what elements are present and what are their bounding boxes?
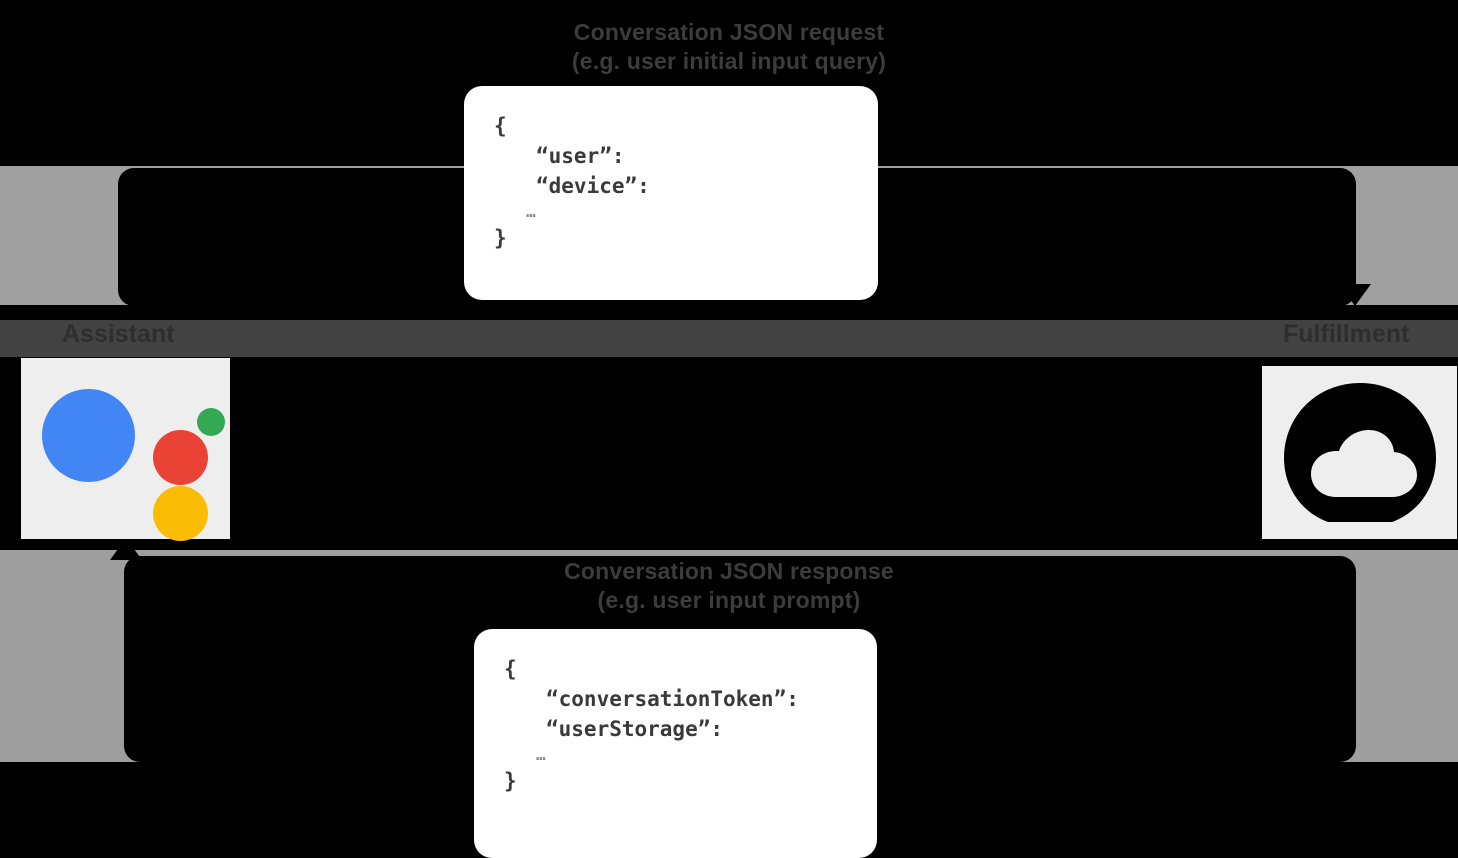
- response-json-key-1: “conversationToken”:: [546, 686, 799, 711]
- request-json-close-brace: }: [494, 226, 507, 251]
- assistant-dot-red-icon: [152, 429, 208, 485]
- assistant-label: Assistant: [62, 320, 175, 348]
- response-json-ellipsis: …: [536, 745, 546, 765]
- assistant-dot-green-icon: [196, 407, 225, 436]
- response-json-close-brace: }: [504, 769, 517, 794]
- request-caption-line-1: Conversation JSON request: [573, 19, 885, 45]
- response-json-open-brace: {: [504, 657, 517, 681]
- request-json-card: { “user”: “device”: … }: [464, 86, 878, 300]
- request-json-open-brace: {: [494, 114, 507, 138]
- fulfillment-label: Fulfillment: [1283, 320, 1410, 348]
- cloud-icon: [1283, 382, 1436, 522]
- down-arrow-icon: [1339, 284, 1371, 306]
- request-json-key-2: “device”:: [536, 173, 650, 198]
- request-caption: Conversation JSON request (e.g. user ini…: [0, 18, 1458, 75]
- request-json-ellipsis: …: [526, 202, 536, 222]
- request-caption-line-2: (e.g. user initial input query): [571, 47, 887, 74]
- google-assistant-logo: [40, 375, 225, 541]
- assistant-dot-yellow-icon: [152, 485, 208, 541]
- up-arrow-icon: [110, 538, 142, 560]
- response-caption-line-1: Conversation JSON response: [564, 558, 894, 584]
- fulfillment-endpoint-tile[interactable]: [1262, 366, 1457, 539]
- response-json-card: { “conversationToken”: “userStorage”: … …: [474, 629, 877, 858]
- response-caption-line-2: (e.g. user input prompt): [597, 586, 861, 613]
- response-json-key-2: “userStorage”:: [546, 716, 724, 741]
- assistant-dot-blue-icon: [41, 388, 135, 482]
- assistant-endpoint-tile[interactable]: [21, 358, 230, 541]
- request-json-key-1: “user”:: [536, 143, 625, 168]
- endpoint-label-band: [0, 320, 1458, 357]
- response-caption: Conversation JSON response (e.g. user in…: [0, 557, 1458, 614]
- endpoint-lane-background: [0, 357, 1458, 550]
